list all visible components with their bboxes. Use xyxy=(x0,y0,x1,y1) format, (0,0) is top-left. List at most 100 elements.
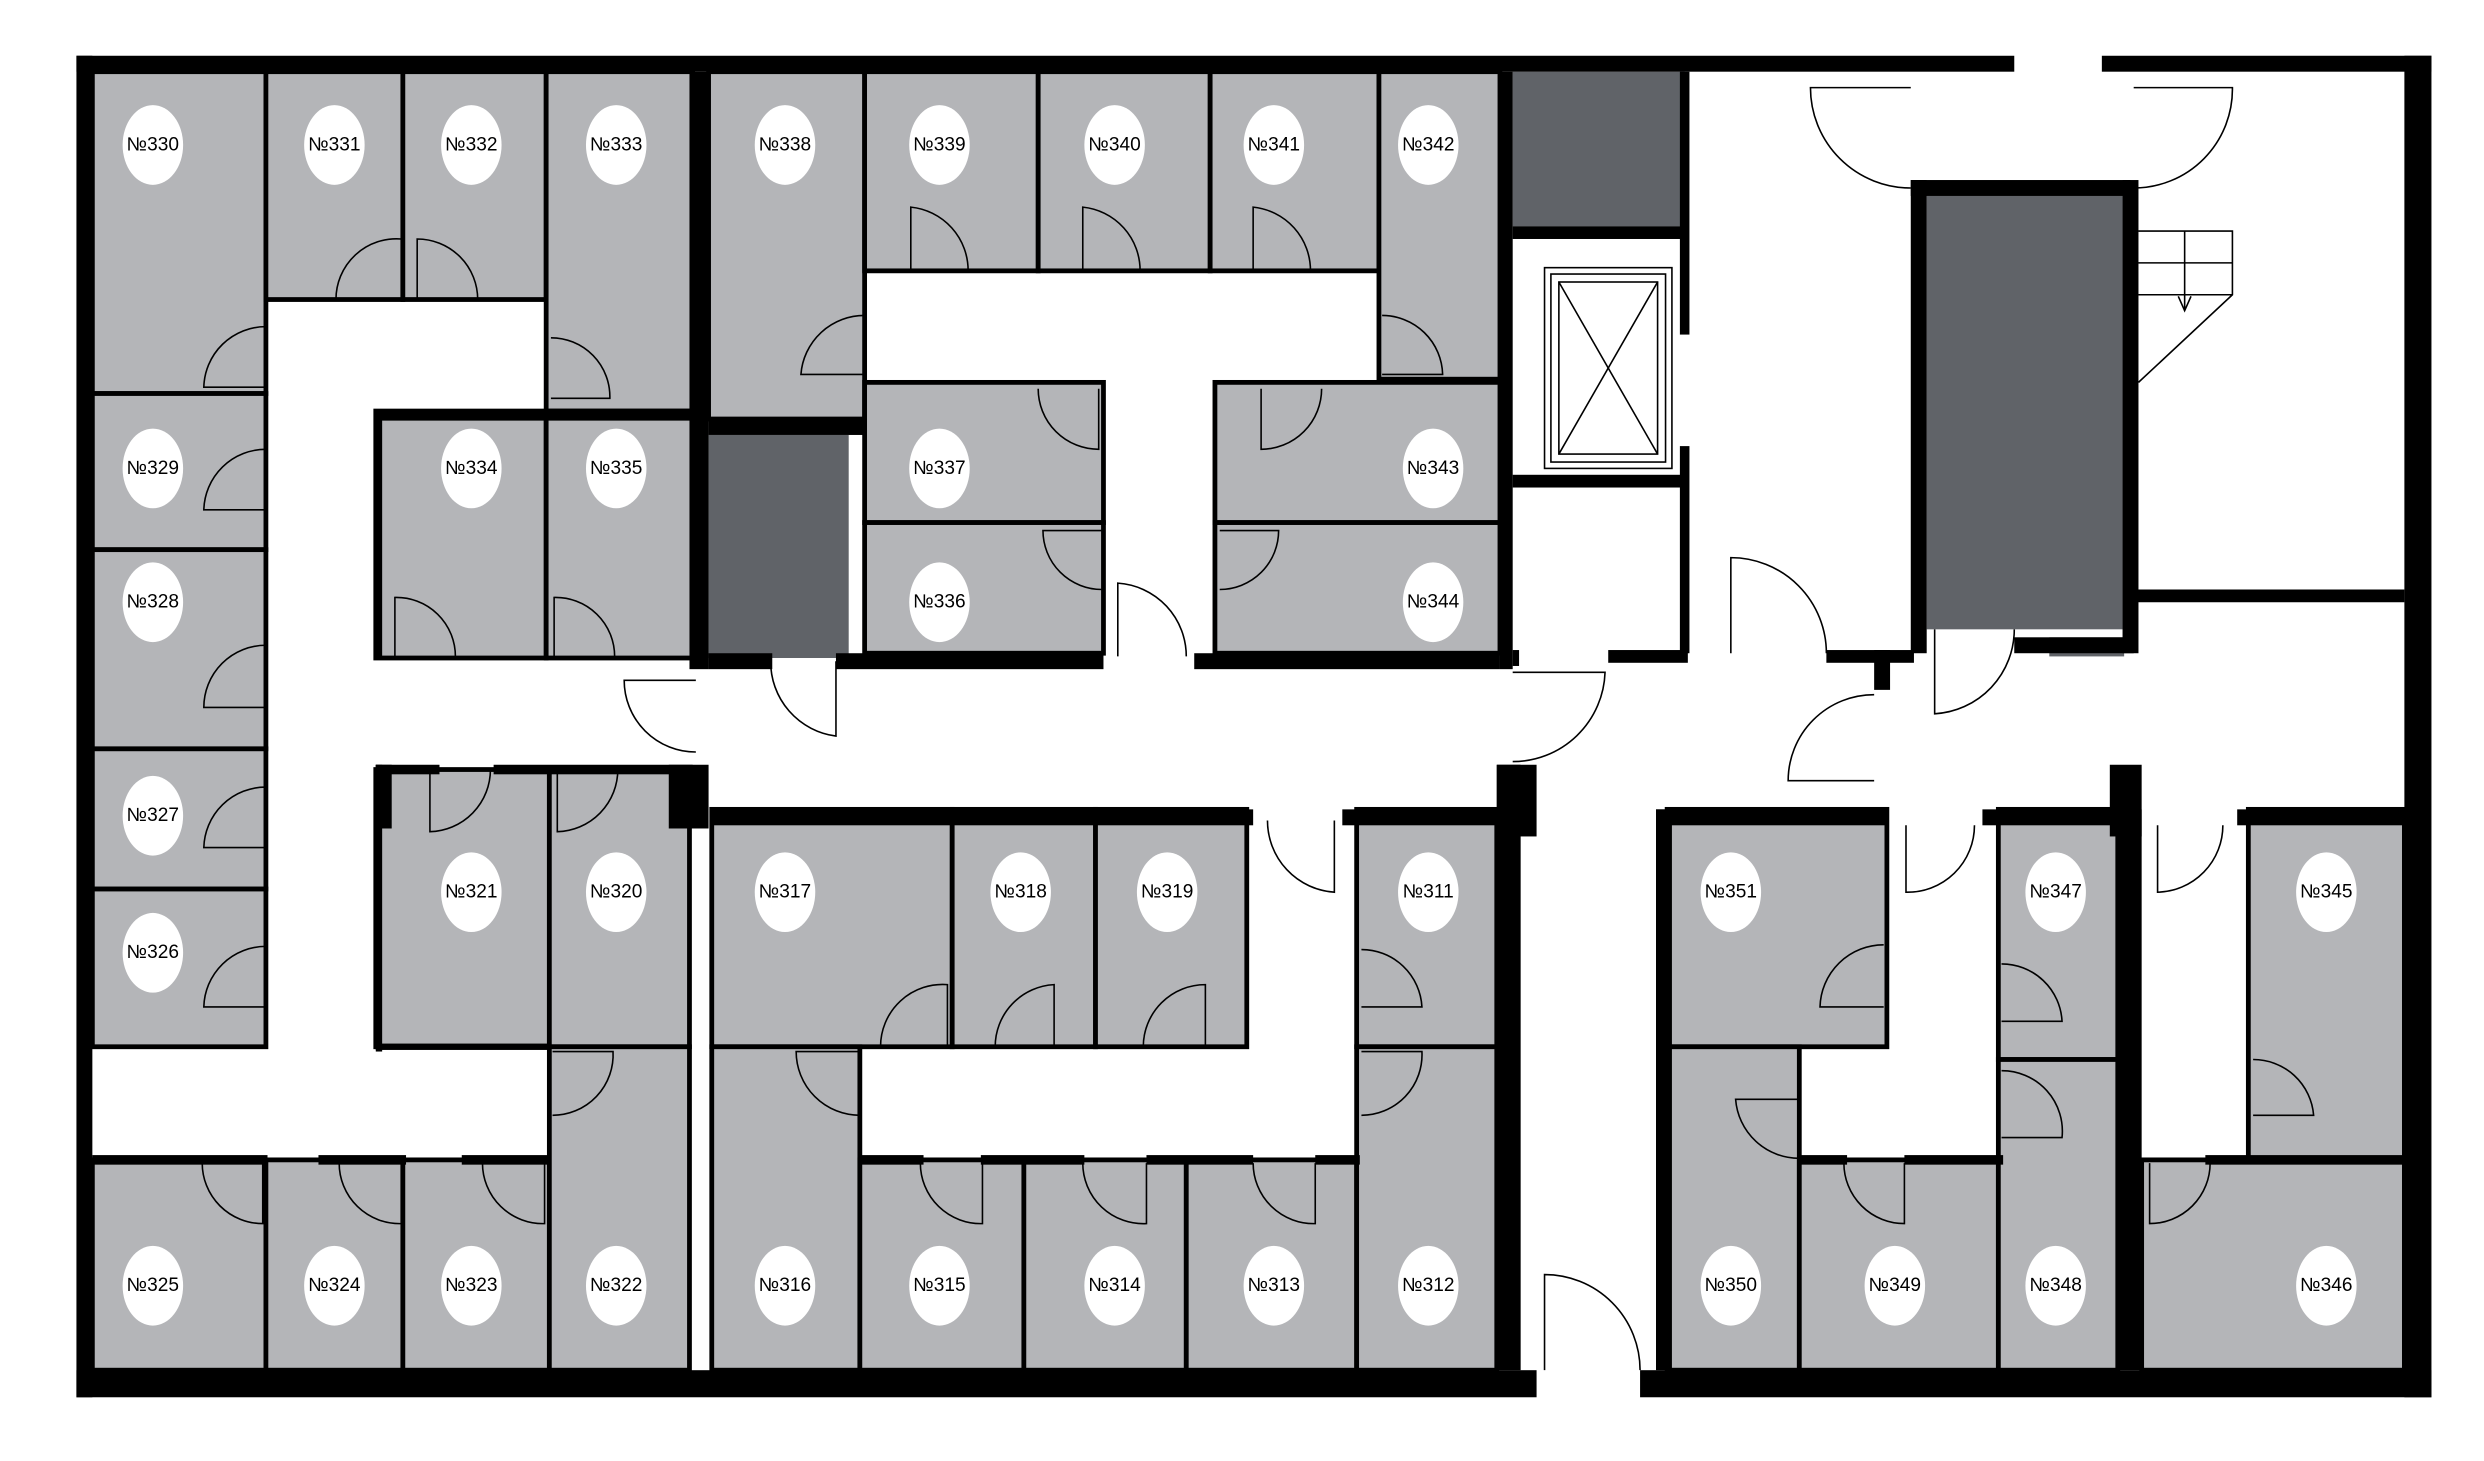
room-area xyxy=(2139,1157,2407,1373)
wall-segment xyxy=(1640,1370,2432,1398)
room-number-badge: №322 xyxy=(585,1245,647,1326)
room-area xyxy=(862,520,1106,656)
wall-segment xyxy=(1910,180,1927,654)
service-shaft xyxy=(1512,71,1685,227)
room-number-badge: №331 xyxy=(304,105,365,185)
room-area xyxy=(1664,806,1890,1050)
door-swing-icon xyxy=(2253,1058,2315,1117)
door-swing-icon xyxy=(553,596,616,657)
stairs-icon xyxy=(2137,230,2234,383)
wall-segment xyxy=(2117,809,2142,1371)
room-number: №331 xyxy=(308,134,360,155)
wall-segment xyxy=(1499,71,1513,670)
wall-segment xyxy=(2130,589,2405,603)
door-swing-icon xyxy=(1037,388,1100,451)
room-number-badge: №345 xyxy=(2296,852,2357,933)
room xyxy=(862,379,1106,525)
door-swing-icon xyxy=(1809,86,1911,189)
room-number-badge: №311 xyxy=(1398,852,1459,933)
room-number-badge: №326 xyxy=(122,912,184,993)
wall-segment xyxy=(493,764,693,775)
room xyxy=(89,547,269,752)
room-number: №325 xyxy=(127,1275,179,1296)
room xyxy=(1664,806,1890,1050)
room-number: №326 xyxy=(127,942,179,963)
badge-circle xyxy=(1243,105,1305,185)
room-area xyxy=(89,1157,269,1373)
door-swing-icon xyxy=(769,661,837,737)
room-number-badge: №329 xyxy=(122,428,184,509)
door-swing-icon xyxy=(1260,388,1323,451)
room-number: №317 xyxy=(759,882,811,903)
room-number-badge: №348 xyxy=(2025,1245,2086,1326)
door-swing-icon xyxy=(919,1163,984,1225)
room-number: №313 xyxy=(1248,1275,1300,1296)
wall-segment xyxy=(1656,809,1672,1371)
room-number: №332 xyxy=(445,134,497,155)
room-number: №339 xyxy=(913,134,965,155)
room-number-badge: №312 xyxy=(1398,1245,1459,1326)
badge-circle xyxy=(2296,852,2357,933)
door-swing-icon xyxy=(1543,1273,1641,1371)
badge-circle xyxy=(585,852,647,933)
room xyxy=(2139,1157,2407,1373)
room-number: №335 xyxy=(590,458,642,479)
badge-circle xyxy=(754,105,816,185)
room-number: №315 xyxy=(913,1275,965,1296)
wall-segment xyxy=(708,653,773,670)
badge-circle xyxy=(585,428,647,509)
badge-circle xyxy=(1700,852,1762,933)
room-number: №320 xyxy=(590,882,642,903)
badge-circle xyxy=(754,852,816,933)
wall-segment xyxy=(1679,71,1690,335)
wall-segment xyxy=(1146,1155,1254,1165)
room xyxy=(1995,806,2121,1062)
room-number: №343 xyxy=(1407,458,1459,479)
wall-segment xyxy=(2122,180,2139,654)
badge-circle xyxy=(754,1245,816,1326)
door-swing-icon xyxy=(1933,629,2016,715)
wall-segment xyxy=(375,411,695,421)
wall-segment xyxy=(1496,764,1521,1371)
badge-circle xyxy=(122,105,184,185)
room-number-badge: №315 xyxy=(909,1245,970,1326)
door-swing-icon xyxy=(2148,1163,2211,1225)
room-number: №347 xyxy=(2029,882,2081,903)
badge-circle xyxy=(122,912,184,993)
room-number: №311 xyxy=(1403,882,1454,903)
room xyxy=(1796,1157,2001,1373)
wall-segment xyxy=(2404,55,2432,1398)
wall-segment xyxy=(1904,1155,2004,1165)
room-number: №328 xyxy=(127,592,179,613)
doors xyxy=(201,86,2315,1371)
wall-segment xyxy=(859,1155,924,1165)
room xyxy=(1207,69,1382,274)
room xyxy=(862,520,1106,656)
wall-segment xyxy=(1982,809,2118,826)
door-swing-icon xyxy=(2001,963,2063,1023)
door-swing-icon xyxy=(335,238,403,300)
wall-segment xyxy=(1826,650,1914,663)
room-number-badge: №323 xyxy=(441,1245,502,1326)
wall-segment xyxy=(668,764,709,829)
door-swing-icon xyxy=(795,1050,860,1117)
door-swing-icon xyxy=(203,644,266,709)
badge-circle xyxy=(2025,1245,2086,1326)
room-number: №336 xyxy=(913,592,965,613)
room-number: №323 xyxy=(445,1275,497,1296)
room-area xyxy=(709,806,955,1050)
door-swing-icon xyxy=(1787,693,1875,782)
badge-circle xyxy=(1402,428,1464,509)
room xyxy=(709,806,955,1050)
room-number-badge: №344 xyxy=(1402,562,1464,643)
badge-circle xyxy=(441,852,502,933)
door-swing-icon xyxy=(338,1163,403,1225)
room xyxy=(1376,69,1503,382)
wall-segment xyxy=(76,55,93,1398)
door-swing-icon xyxy=(202,945,266,1008)
room-number-badge: №328 xyxy=(122,562,184,643)
room-number-badge: №347 xyxy=(2025,852,2086,933)
door-swing-icon xyxy=(202,325,266,388)
badge-circle xyxy=(1084,1245,1145,1326)
room-number: №312 xyxy=(1402,1275,1454,1296)
